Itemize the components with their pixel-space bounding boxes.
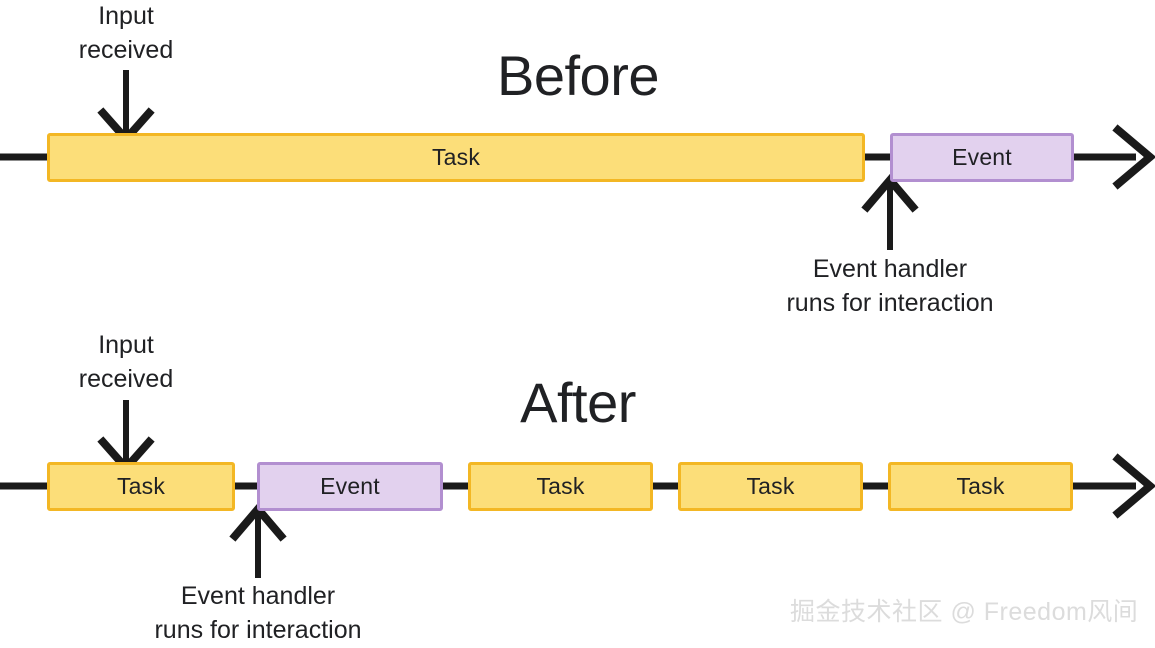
before-title: Before xyxy=(497,44,660,107)
after-block-event-label: Event xyxy=(320,473,380,499)
before-block-task-label: Task xyxy=(431,144,481,170)
after-timeline-arrowhead xyxy=(1112,453,1155,519)
after-block-task-3[interactable]: Task xyxy=(678,462,863,511)
after-handler-arrow xyxy=(229,502,287,578)
after-block-task-4-label: Task xyxy=(956,473,1005,499)
after-input-caption: Input received xyxy=(78,331,174,393)
after-title: After xyxy=(520,371,636,434)
after-input-arrow xyxy=(97,400,155,475)
before-handler-arrow xyxy=(861,173,919,250)
after-block-task-2[interactable]: Task xyxy=(468,462,653,511)
after-block-event[interactable]: Event xyxy=(257,462,443,511)
watermark-text: 掘金技术社区 @ Freedom风间 xyxy=(790,598,1139,626)
after-block-task-2-label: Task xyxy=(536,473,585,499)
before-block-event[interactable]: Event xyxy=(890,133,1074,182)
after-block-task-1[interactable]: Task xyxy=(47,462,235,511)
after-block-task-4[interactable]: Task xyxy=(888,462,1073,511)
before-input-caption: Input received xyxy=(78,2,174,64)
after-block-task-1-label: Task xyxy=(116,473,166,499)
after-block-task-3-label: Task xyxy=(746,473,795,499)
before-handler-caption: Event handler runs for interaction xyxy=(786,255,994,317)
before-block-event-label: Event xyxy=(952,144,1012,170)
after-handler-caption: Event handler runs for interaction xyxy=(154,582,362,644)
before-block-task[interactable]: Task xyxy=(47,133,865,182)
before-timeline-arrowhead xyxy=(1112,124,1155,190)
before-input-arrow xyxy=(97,70,155,146)
